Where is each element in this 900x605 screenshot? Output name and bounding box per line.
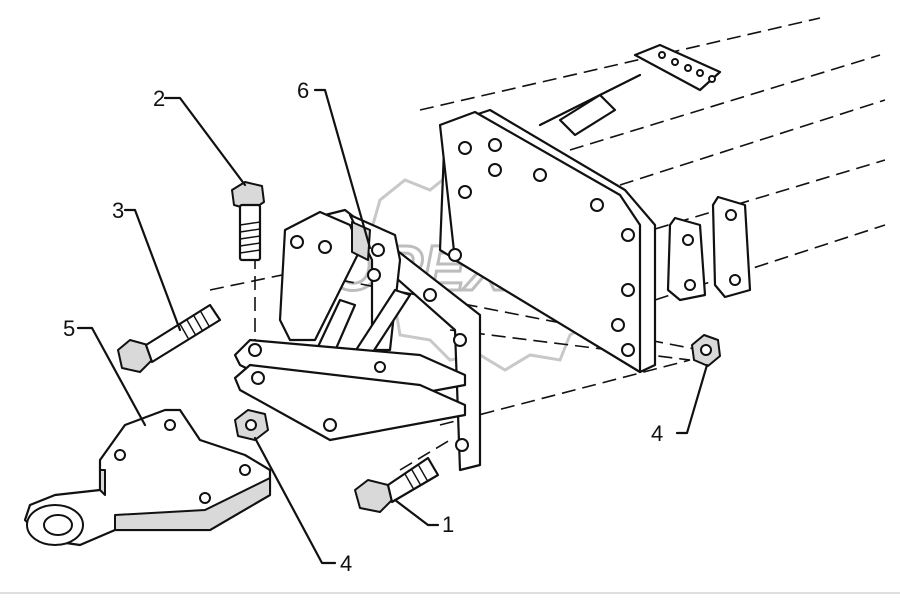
callout-5: 5 <box>63 316 75 341</box>
callout-4-left: 4 <box>340 551 352 576</box>
callouts: 1 2 3 4 4 5 6 <box>63 78 663 576</box>
callout-4-right: 4 <box>651 421 663 446</box>
callout-2: 2 <box>153 86 165 111</box>
leader-lines <box>76 88 709 565</box>
mounting-plate <box>438 108 657 374</box>
callout-6: 6 <box>297 78 309 103</box>
nut-right <box>691 334 721 367</box>
callout-1: 1 <box>442 512 454 537</box>
nut-left <box>234 409 269 441</box>
callout-3: 3 <box>112 198 124 223</box>
bolt-vertical <box>231 181 265 262</box>
hitch-bracket <box>233 208 482 472</box>
bolt-angled-bottom <box>354 456 440 513</box>
spacer-plates <box>666 195 752 302</box>
bolt-angled-left <box>117 303 222 373</box>
frame-beam <box>538 43 722 137</box>
drawbar-eye <box>23 408 272 547</box>
